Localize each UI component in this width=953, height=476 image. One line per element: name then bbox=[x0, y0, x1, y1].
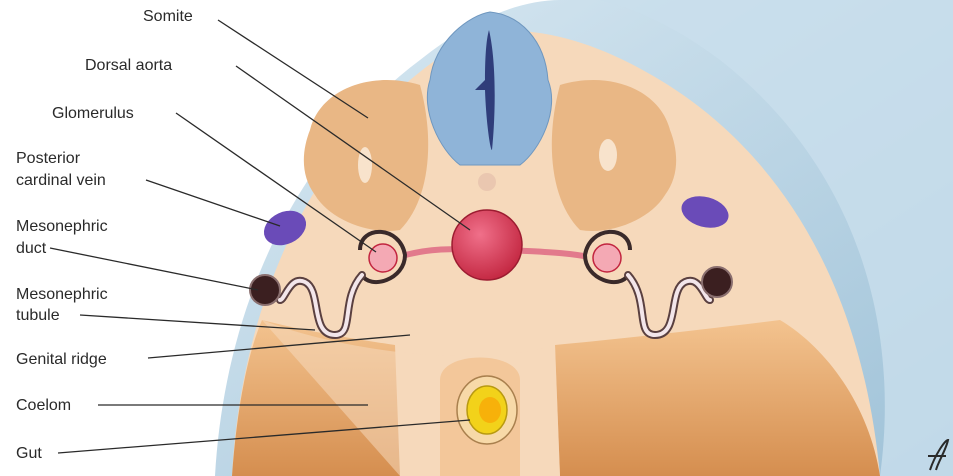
label-dorsal-aorta: Dorsal aorta bbox=[85, 57, 172, 74]
label-glomerulus: Glomerulus bbox=[52, 105, 134, 122]
label-mesonephric-tubule-2: tubule bbox=[16, 307, 60, 324]
leader-mesonephric-duct bbox=[50, 248, 258, 290]
dorsal-aorta bbox=[452, 210, 522, 280]
somite-right-cavity bbox=[599, 139, 617, 171]
notochord bbox=[478, 173, 496, 191]
label-genital-ridge: Genital ridge bbox=[16, 351, 107, 368]
label-somite: Somite bbox=[143, 8, 193, 25]
glomerulus-left bbox=[369, 244, 397, 272]
label-coelom: Coelom bbox=[16, 397, 71, 414]
label-mesonephric-duct-1: Mesonephric bbox=[16, 218, 108, 235]
mesonephric-duct-left bbox=[250, 275, 280, 305]
mesonephric-duct-right bbox=[702, 267, 732, 297]
gut-lumen-inner bbox=[479, 397, 501, 423]
label-mesonephric-duct-2: duct bbox=[16, 240, 47, 257]
glomerulus-right bbox=[593, 244, 621, 272]
label-posterior-cardinal-vein-2: cardinal vein bbox=[16, 172, 106, 189]
label-posterior-cardinal-vein-1: Posterior bbox=[16, 150, 81, 167]
label-mesonephric-tubule-1: Mesonephric bbox=[16, 286, 108, 303]
leader-posterior-cardinal-vein bbox=[146, 180, 280, 226]
label-gut: Gut bbox=[16, 445, 42, 462]
